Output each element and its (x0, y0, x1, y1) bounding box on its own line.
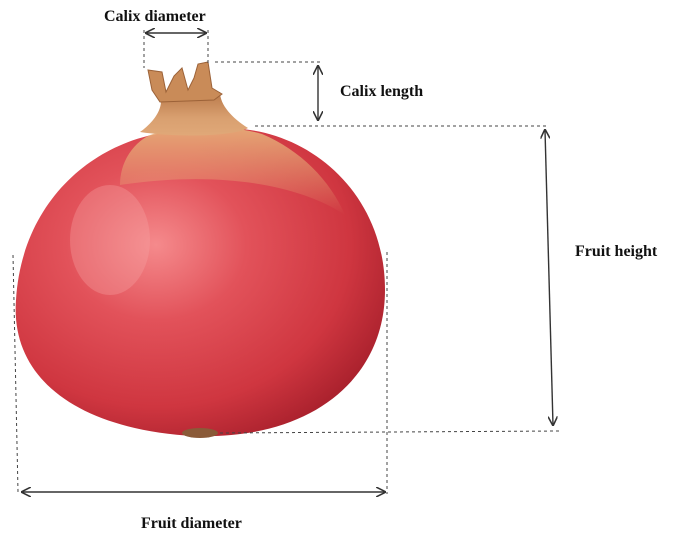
fruit-height-label: Fruit height (575, 243, 658, 260)
pomegranate-fruit (16, 127, 385, 438)
fruit-bottom-guide (220, 431, 560, 433)
calyx-tips (148, 62, 222, 102)
calix-length-label: Calix length (340, 83, 423, 100)
fruit-diameter-label: Fruit diameter (141, 515, 242, 532)
fruit-base-spot (182, 428, 218, 438)
fruit-height-arrow (545, 130, 553, 425)
calix-diameter-label: Calix diameter (104, 8, 206, 25)
fruit-highlight (70, 185, 150, 295)
calyx-crown (140, 62, 248, 135)
